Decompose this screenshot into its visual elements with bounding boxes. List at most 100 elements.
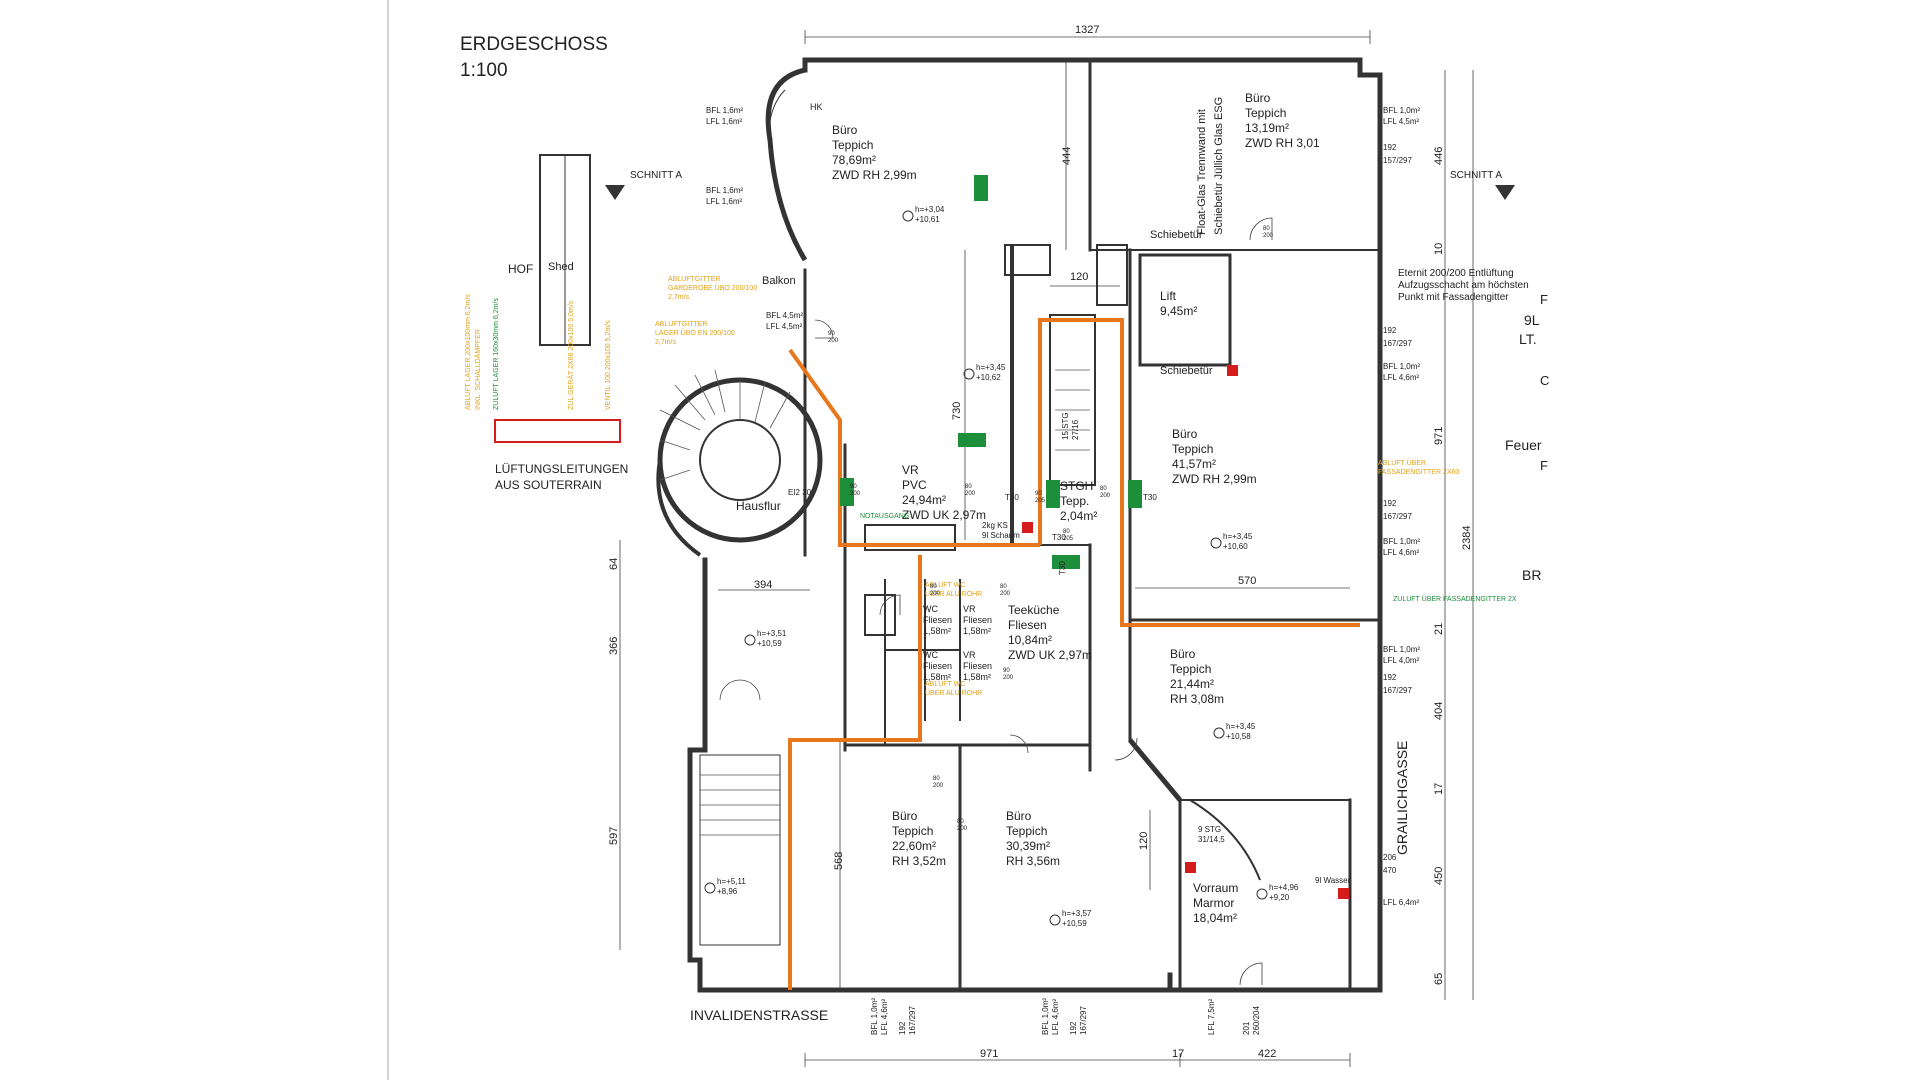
dimension-labels: 1327 444 120 730 394 64 366 597 568 570 … [608, 24, 1473, 1060]
street-grailichgasse: GRAILICHGASSE [1394, 741, 1410, 855]
svg-text:201: 201 [1242, 1021, 1251, 1035]
dimension-lines [619, 30, 1474, 1067]
svg-text:h=+4,96: h=+4,96 [1269, 883, 1299, 892]
svg-text:24,94m²: 24,94m² [902, 493, 946, 507]
dim-450: 450 [1433, 867, 1445, 885]
svg-text:260/204: 260/204 [1252, 1006, 1261, 1035]
svg-text:192: 192 [1069, 1021, 1078, 1035]
svg-text:h=+3,51: h=+3,51 [757, 629, 787, 638]
svg-text:ZWD RH 2,99m: ZWD RH 2,99m [1172, 472, 1257, 486]
svg-text:BFL 1,6m²: BFL 1,6m² [706, 186, 743, 195]
dim-394: 394 [754, 579, 772, 591]
bottom-window-3: LFL 7,5m² 201 260/204 [1207, 999, 1261, 1035]
svg-text:200: 200 [850, 491, 861, 497]
left-margin [0, 0, 388, 1080]
svg-text:Tepp.: Tepp. [1060, 494, 1089, 508]
glass-wall-label-1: Float-Glas Trennwand mit [1196, 109, 1208, 235]
svg-text:PVC: PVC [902, 478, 927, 492]
dim-366: 366 [608, 637, 620, 655]
svg-text:200: 200 [930, 591, 941, 597]
svg-text:Büro: Büro [892, 809, 918, 823]
svg-text:h=+3,45: h=+3,45 [1223, 532, 1253, 541]
svg-text:80: 80 [933, 776, 940, 782]
svg-text:167/297: 167/297 [908, 1006, 917, 1035]
ventilation-duct [494, 419, 621, 443]
vent-vertical-2: INKL. SCHALLDÄMPFER [474, 329, 482, 410]
svg-text:LFL 7,5m²: LFL 7,5m² [1207, 999, 1216, 1035]
svg-text:Teppich: Teppich [1245, 106, 1286, 120]
door-t30-c: T30 [1058, 561, 1067, 575]
vent-note-zuluft: ZULUFT ÜBER FASSADENGITTER 2X [1393, 595, 1517, 603]
cut-edge-f: F [1540, 292, 1548, 307]
svg-text:Teppich: Teppich [1172, 442, 1213, 456]
svg-text:+10,61: +10,61 [915, 215, 940, 224]
section-a-right: SCHNITT A [1450, 170, 1502, 181]
dim-404: 404 [1433, 702, 1445, 720]
svg-text:GARDEROBE ÜBO 200/100: GARDEROBE ÜBO 200/100 [668, 284, 757, 292]
glass-wall-label-2: Schiebetür Jüllich Glas ESG [1213, 97, 1225, 235]
svg-text:80: 80 [1100, 486, 1107, 492]
svg-text:BFL 1,0m²: BFL 1,0m² [1383, 537, 1420, 546]
door-t30-b: T30 [1143, 493, 1157, 502]
dim-730: 730 [951, 402, 963, 420]
vent-vertical-5: VENTIL 100 200x100 5,2m/s [605, 320, 612, 410]
svg-text:ZWD RH 2,99m: ZWD RH 2,99m [832, 168, 917, 182]
svg-text:167/297: 167/297 [1383, 339, 1412, 348]
level-markers: h=+3,04+10,61 h=+3,45+10,62 h=+3,45+10,6… [704, 205, 1299, 928]
schiebetuer-lift: Schiebetür [1160, 365, 1213, 377]
svg-text:80: 80 [957, 819, 964, 825]
dim-top: 1327 [1075, 24, 1099, 36]
svg-text:Fliesen: Fliesen [923, 661, 952, 671]
bottom-window-2: BFL 1,0m² LFL 4,6m² 192 167/297 [1041, 998, 1088, 1035]
extinguisher-icon [1022, 522, 1033, 533]
svg-text:LFL 1,6m²: LFL 1,6m² [706, 117, 742, 126]
dim-bottom-422: 422 [1258, 1048, 1276, 1060]
street-invalidenstrasse: INVALIDENSTRASSE [690, 1007, 828, 1023]
svg-text:200: 200 [933, 783, 944, 789]
dim-120a: 120 [1070, 271, 1088, 283]
exit-signs [840, 175, 1142, 569]
level-marker-4: h=+3,51+10,59 [744, 629, 787, 648]
svg-text:9,45m²: 9,45m² [1160, 304, 1197, 318]
lueftung-label-2: AUS SOUTERRAIN [495, 478, 602, 492]
extinguisher-icon [1185, 862, 1196, 873]
bottom-window-1: BFL 1,0m² LFL 4,6m² 192 167/297 [870, 998, 917, 1035]
level-marker-5: h=+3,45+10,58 [1213, 722, 1256, 741]
cut-edge-lt: LT. [1519, 331, 1537, 347]
svg-text:VR: VR [963, 650, 976, 660]
svg-text:+10,60: +10,60 [1223, 542, 1248, 551]
svg-text:FASSADENGITTER 2X60: FASSADENGITTER 2X60 [1378, 469, 1459, 476]
svg-text:LFL 4,6m²: LFL 4,6m² [880, 999, 889, 1035]
fire-equipment [1022, 365, 1349, 899]
svg-text:78,69m²: 78,69m² [832, 153, 876, 167]
level-marker-2: h=+3,45+10,62 [963, 363, 1006, 382]
svg-text:ABLUFT WC: ABLUFT WC [925, 681, 965, 688]
stair-treads [659, 369, 1090, 836]
level-marker-1: h=+3,04+10,61 [902, 205, 945, 224]
svg-text:Fliesen: Fliesen [1008, 618, 1047, 632]
svg-text:Büro: Büro [1170, 647, 1196, 661]
level-marker-3: h=+3,45+10,60 [1210, 532, 1253, 551]
svg-text:RH 3,56m: RH 3,56m [1006, 854, 1060, 868]
exit-sign [974, 175, 988, 201]
dim-bottom-17: 17 [1172, 1048, 1184, 1060]
cut-edge-c: C [1540, 373, 1549, 388]
svg-text:80: 80 [1000, 584, 1007, 590]
svg-text:200: 200 [957, 826, 968, 832]
